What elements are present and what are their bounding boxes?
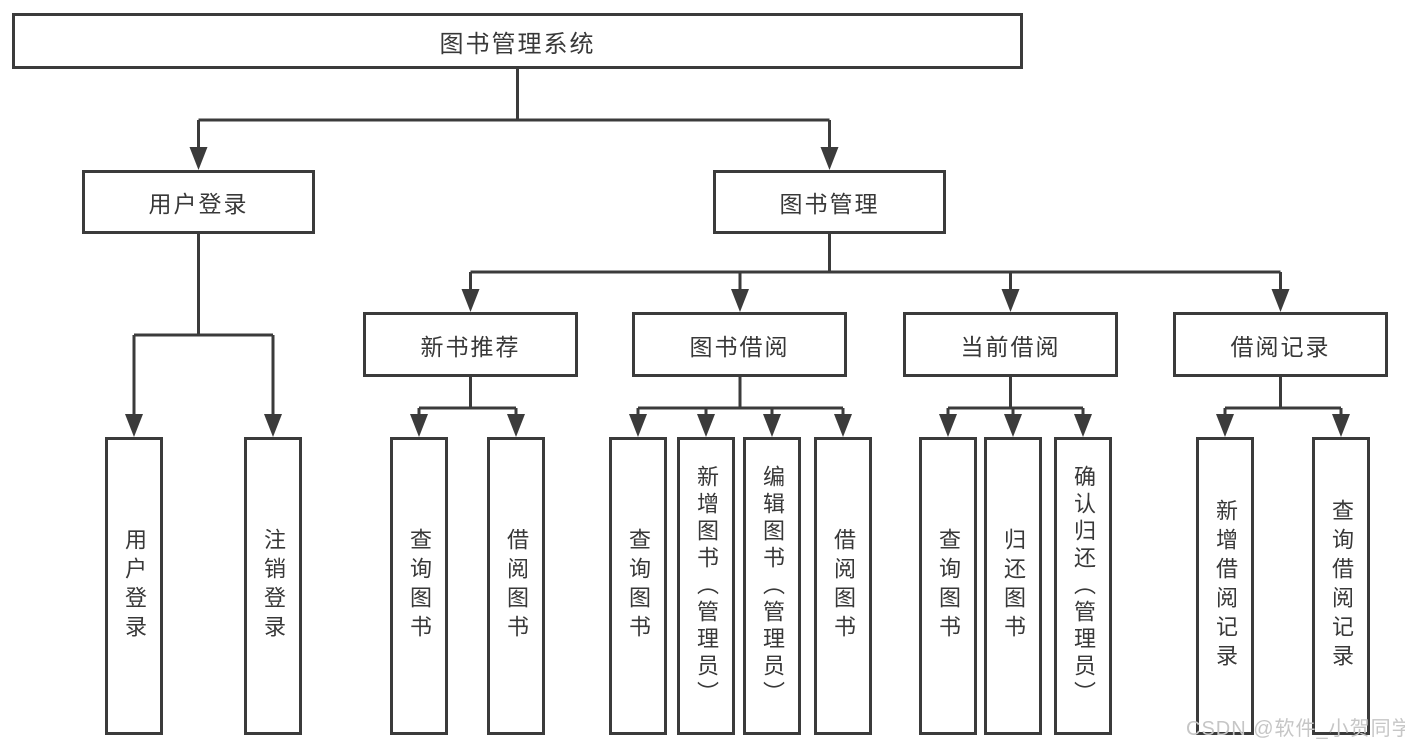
leaf-borrow-books-1: 借阅图书: [487, 437, 545, 735]
arrowhead-icon: [1332, 414, 1350, 437]
arrowhead-icon: [763, 414, 781, 437]
node-label: 图书借阅: [689, 333, 790, 360]
arrowhead-icon: [189, 147, 208, 170]
arrowhead-icon: [834, 414, 852, 437]
node-label: 图书管理系统: [439, 30, 596, 58]
node-label: 新增图书（管理员）: [694, 464, 719, 708]
arrowhead-icon: [507, 414, 525, 437]
node-user-login: 用户登录: [82, 170, 315, 234]
arrowhead-icon: [1001, 289, 1020, 312]
node-borrow-records: 借阅记录: [1173, 312, 1388, 377]
node-label: 借阅图书: [831, 528, 856, 644]
leaf-add-books-admin: 新增图书（管理员）: [677, 437, 735, 735]
node-label: 确认归还（管理员）: [1071, 464, 1096, 708]
arrowhead-icon: [264, 414, 282, 437]
leaf-query-books-1: 查询图书: [390, 437, 448, 735]
leaf-user-login: 用户登录: [105, 437, 163, 735]
node-label: 新增借阅记录: [1213, 499, 1238, 673]
node-label: 编辑图书（管理员）: [760, 464, 785, 708]
arrowhead-icon: [697, 414, 715, 437]
arrowhead-icon: [1074, 414, 1092, 437]
node-label: 注销登录: [261, 528, 286, 644]
arrowhead-icon: [731, 289, 749, 312]
arrowhead-icon: [410, 414, 428, 437]
node-label: 查询借阅记录: [1329, 499, 1354, 673]
arrowhead-icon: [1216, 414, 1234, 437]
arrowhead-icon: [939, 414, 957, 437]
leaf-edit-books-admin: 编辑图书（管理员）: [743, 437, 801, 735]
node-label: 借阅图书: [504, 528, 529, 644]
node-library-management-system: 图书管理系统: [12, 13, 1023, 69]
arrowhead-icon: [629, 414, 647, 437]
node-new-book-recommend: 新书推荐: [363, 312, 578, 377]
leaf-query-borrow-record: 查询借阅记录: [1312, 437, 1370, 735]
leaf-query-books-2: 查询图书: [609, 437, 667, 735]
arrowhead-icon: [1271, 289, 1290, 312]
node-label: 查询图书: [407, 528, 432, 644]
node-label: 用户登录: [122, 528, 147, 644]
arrowhead-icon: [1004, 414, 1022, 437]
arrowhead-icon: [820, 147, 839, 170]
arrowhead-icon: [461, 289, 480, 312]
node-label: 用户登录: [148, 191, 249, 217]
arrowhead-icon: [125, 414, 143, 437]
node-label: 新书推荐: [420, 333, 521, 360]
node-current-borrow: 当前借阅: [903, 312, 1118, 377]
node-label: 查询图书: [626, 528, 651, 644]
node-label: 查询图书: [936, 528, 961, 644]
node-label: 借阅记录: [1230, 333, 1331, 360]
leaf-return-books: 归还图书: [984, 437, 1042, 735]
leaf-borrow-books-2: 借阅图书: [814, 437, 872, 735]
csdn-watermark: CSDN @软件_小贺同学: [1186, 718, 1405, 740]
node-book-borrow: 图书借阅: [632, 312, 847, 377]
leaf-query-books-3: 查询图书: [919, 437, 977, 735]
node-label: 当前借阅: [960, 333, 1061, 360]
node-label: 归还图书: [1001, 528, 1026, 644]
node-book-management: 图书管理: [713, 170, 946, 234]
leaf-logout: 注销登录: [244, 437, 302, 735]
leaf-add-borrow-record: 新增借阅记录: [1196, 437, 1254, 735]
leaf-confirm-return-admin: 确认归还（管理员）: [1054, 437, 1112, 735]
node-label: 图书管理: [779, 191, 880, 217]
